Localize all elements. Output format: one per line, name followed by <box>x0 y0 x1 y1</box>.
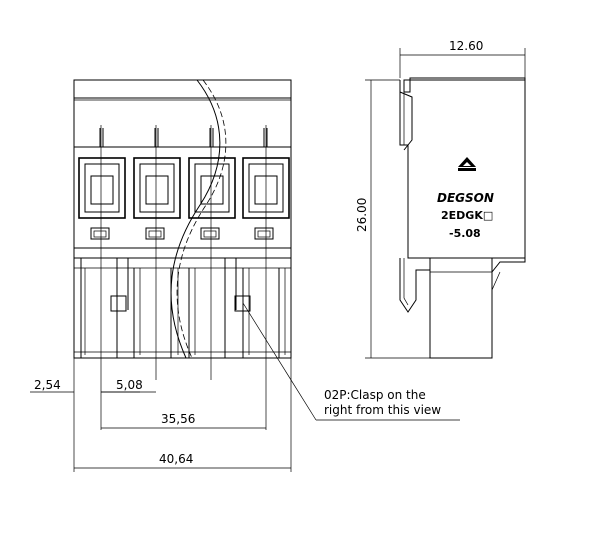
dimension-span: 35,56 <box>101 412 266 429</box>
dimension-side-width: 12.60 <box>399 39 526 78</box>
test-hole <box>90 227 110 240</box>
note-line-2: right from this view <box>324 403 441 417</box>
dimension-label: 12.60 <box>449 39 483 53</box>
top-ribs <box>99 128 268 147</box>
brand-label: DEGSON <box>437 191 494 205</box>
dimension-pitch-left: 2,54 <box>30 358 140 472</box>
break-line <box>170 79 227 359</box>
dimension-label: 35,56 <box>161 412 195 426</box>
test-hole <box>254 227 274 240</box>
clasp-note: 02P:Clasp on the right from this view <box>242 302 460 421</box>
degson-logo-icon <box>458 157 476 171</box>
screw-window <box>188 157 236 219</box>
note-line-1: 02P:Clasp on the <box>324 388 426 402</box>
side-view: DEGSON 2EDGK□ -5.08 <box>399 77 526 359</box>
pin-section <box>74 258 291 358</box>
model-label: 2EDGK□ <box>441 209 493 222</box>
screw-window <box>133 157 181 219</box>
dimension-label: 5,08 <box>116 378 143 392</box>
front-view <box>73 79 292 430</box>
dimension-height: 26.00 <box>355 79 430 359</box>
dimension-total-width: 40,64 <box>74 358 292 472</box>
dimension-label: 2,54 <box>34 378 61 392</box>
dimension-pitch: 5,08 <box>101 378 156 393</box>
dimension-label: 40,64 <box>159 452 193 466</box>
test-hole <box>145 227 165 240</box>
center-line <box>100 125 267 430</box>
dimension-label: 26.00 <box>355 198 369 232</box>
clasp-block <box>234 295 251 312</box>
pitch-label: -5.08 <box>449 227 481 240</box>
clasp-block <box>110 295 127 312</box>
screw-window <box>78 157 126 219</box>
test-hole <box>200 227 220 240</box>
